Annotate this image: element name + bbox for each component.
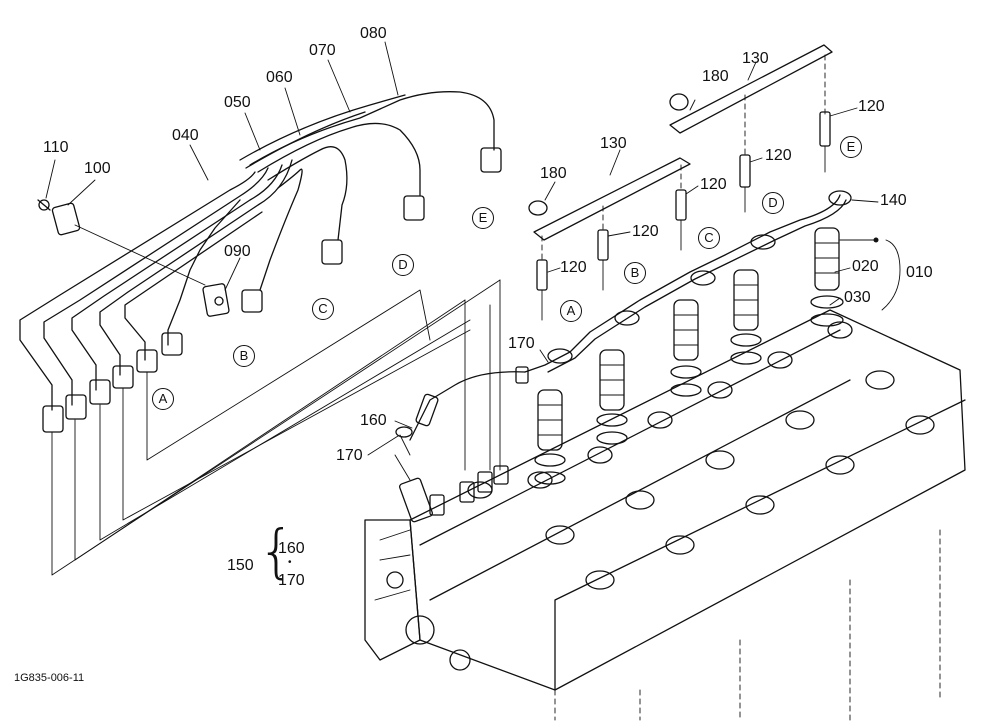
ref-marker-b-pipe: B <box>233 345 255 367</box>
part-label-120-5: 120 <box>560 259 587 276</box>
part-label-130-upper: 130 <box>742 50 769 67</box>
part-label-170-set: 170 <box>278 572 305 589</box>
part-label-140: 140 <box>880 192 907 209</box>
part-label-180-lower: 180 <box>540 165 567 182</box>
part-label-130-lower: 130 <box>600 135 627 152</box>
part-label-160-upper: 160 <box>360 412 387 429</box>
ref-marker-d-pipe: D <box>392 254 414 276</box>
part-label-160-set: 160 <box>278 540 305 557</box>
part-label-120-3: 120 <box>700 176 727 193</box>
ref-marker-c-nozzle: C <box>698 227 720 249</box>
part-label-120-2: 120 <box>765 147 792 164</box>
part-label-110: 110 <box>43 139 69 156</box>
pipe-clamps <box>37 199 230 317</box>
part-label-050: 050 <box>224 94 251 111</box>
part-label-020: 020 <box>852 258 879 275</box>
part-label-120-1: 120 <box>858 98 885 115</box>
ref-marker-c-pipe: C <box>312 298 334 320</box>
ref-marker-e-pipe: E <box>472 207 494 229</box>
glow-plugs <box>536 111 831 321</box>
glow-plug-leads <box>528 44 833 263</box>
assembly-dot: • <box>288 557 292 568</box>
injection-nozzles <box>534 227 879 485</box>
ref-marker-a-nozzle: A <box>560 300 582 322</box>
ref-marker-e-nozzle: E <box>840 136 862 158</box>
part-label-170-upper: 170 <box>508 335 535 352</box>
part-label-030: 030 <box>844 289 871 306</box>
leader-lines <box>45 41 901 456</box>
injection-pipes <box>19 91 502 576</box>
assembly-brace: { <box>258 517 295 585</box>
part-label-080: 080 <box>360 25 387 42</box>
return-hose <box>395 393 439 456</box>
ref-marker-d-nozzle: D <box>762 192 784 214</box>
part-label-070: 070 <box>309 42 336 59</box>
part-label-090: 090 <box>224 243 251 260</box>
drawing-code: 1G835-006-11 <box>14 672 85 684</box>
overflow-pipe <box>409 190 852 441</box>
part-label-180-upper: 180 <box>702 68 729 85</box>
part-label-040: 040 <box>172 127 199 144</box>
cylinder-head <box>364 309 966 721</box>
part-label-170-middle: 170 <box>336 447 363 464</box>
part-label-100: 100 <box>84 160 111 177</box>
part-label-060: 060 <box>266 69 293 86</box>
ref-marker-b-nozzle: B <box>624 262 646 284</box>
part-label-120-4: 120 <box>632 223 659 240</box>
part-label-150: 150 <box>227 557 254 574</box>
ref-marker-a-pipe: A <box>152 388 174 410</box>
part-label-010: 010 <box>906 264 933 281</box>
